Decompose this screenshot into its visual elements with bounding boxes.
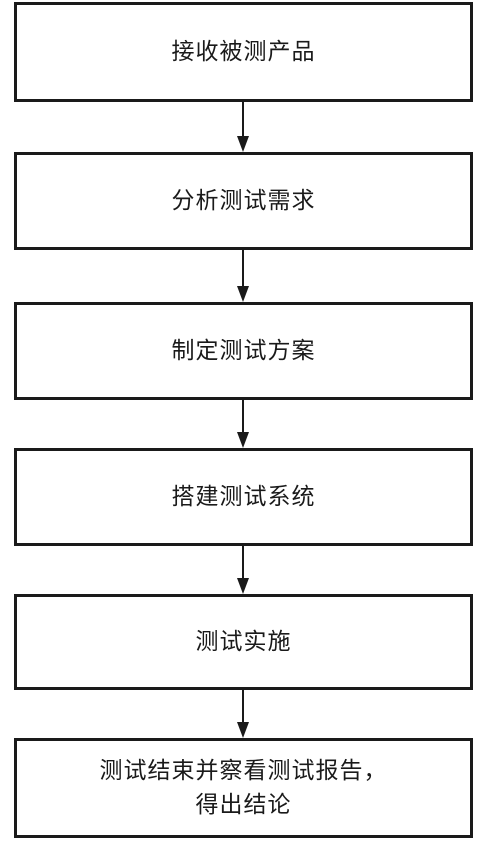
step-label: 制定测试方案: [171, 338, 316, 364]
step-label-line2: 得出结论: [195, 792, 292, 818]
down-arrow: [236, 102, 250, 152]
step-define-plan: 制定测试方案: [14, 302, 473, 400]
step-receive-product: 接收被测产品: [14, 2, 473, 102]
down-arrow: [236, 546, 250, 594]
down-arrow: [236, 250, 250, 302]
step-label: 搭建测试系统: [171, 484, 316, 510]
step-label-line1: 测试结束并察看测试报告，: [99, 758, 388, 784]
step-label: 分析测试需求: [171, 188, 316, 214]
step-finish-report: 测试结束并察看测试报告， 得出结论: [14, 738, 473, 838]
down-arrow: [236, 690, 250, 738]
step-analyze-requirements: 分析测试需求: [14, 152, 473, 250]
step-build-system: 搭建测试系统: [14, 448, 473, 546]
down-arrow: [236, 400, 250, 448]
step-label: 测试实施: [195, 629, 292, 655]
step-execute-test: 测试实施: [14, 594, 473, 690]
step-label: 接收被测产品: [171, 39, 316, 65]
